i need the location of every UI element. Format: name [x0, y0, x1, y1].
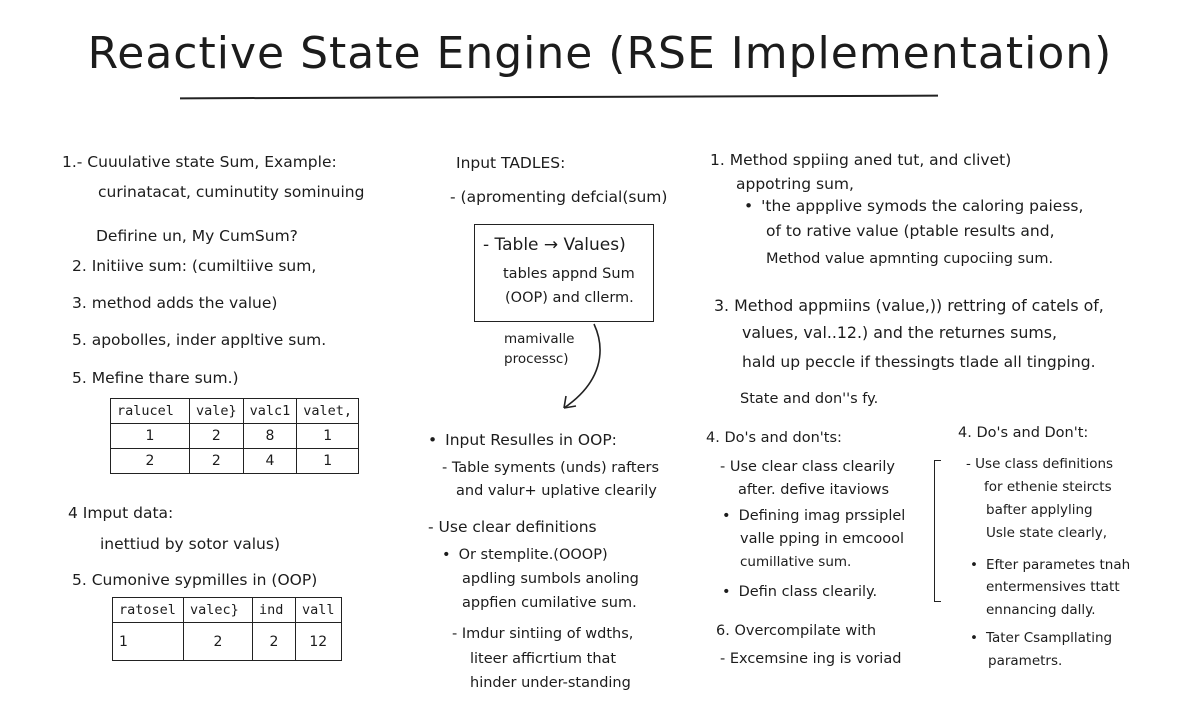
dos-left-bullet-2: Defin class clearily. [722, 583, 878, 602]
table-header-cell: valc1 [242, 398, 298, 424]
dos-right-heading: 4. Do's and Don't: [958, 425, 1089, 441]
left-line-2: curinatacat, cuminutity sominuing [98, 183, 365, 201]
table-row: 2 2 4 1 [110, 448, 360, 474]
page-title: Reactive State Engine (RSE Implementatio… [87, 28, 1113, 79]
table-header-cell: ralucel [110, 398, 190, 424]
dos-right-dash-line-2: bafter applyling [986, 502, 1093, 518]
table-cell: 2 [189, 423, 244, 449]
table-header-cell: valec} [183, 597, 253, 623]
overcompilate-line: - Excemsine ing is voriad [720, 651, 902, 667]
left-line-9: inettiud by sotor valus) [100, 535, 280, 553]
dos-right-bullet-2-line: parametrs. [988, 653, 1063, 669]
left-line-4: 2. Initiive sum: (cumiltiive sum, [72, 257, 317, 275]
table-cell: 2 [183, 622, 253, 661]
input-tables-sub: - (apromenting defcial(sum) [450, 188, 668, 206]
values-table-1: ralucel vale} valc1 valet, 1 2 8 1 2 2 4… [110, 398, 360, 474]
table-cell: 8 [242, 423, 298, 449]
values-table-2: ratosel valec} ind vall 1 2 2 12 [112, 597, 342, 661]
clear-definitions-head: - Use clear definitions [428, 518, 597, 536]
dos-left-heading: 4. Do's and don'ts: [706, 430, 842, 446]
dos-left-bullet: Defining imag prssiplel [722, 507, 906, 526]
table-header-cell: ind [252, 597, 296, 623]
dos-right-bullet: Efter parametes tnah [970, 556, 1130, 574]
title-underline [179, 94, 939, 100]
left-line-3: Defirine un, My CumSum? [96, 227, 298, 245]
dos-left-bullet-line-2: cumillative sum. [740, 554, 852, 570]
input-results-line-1: - Table syments (unds) rafters [442, 460, 660, 476]
method-1-bullet: 'the appplive symods the caloring paiess… [744, 196, 1083, 216]
table-header-row: ratosel valec} ind vall [112, 597, 342, 623]
table-row: 1 2 8 1 [110, 423, 360, 449]
table-row: 1 2 2 12 [112, 622, 342, 661]
method-3: 3. Method appmiins (value,)) rettring of… [714, 296, 1104, 315]
overcompilate-heading: 6. Overcompilate with [716, 623, 877, 639]
input-tables-heading: Input TADLES: [456, 154, 566, 172]
left-brace [934, 460, 941, 602]
clear-definitions-line-2: appfien cumilative sum. [462, 595, 637, 611]
box-line-3: (OOP) and cllerm. [505, 290, 634, 306]
box-line-2: tables appnd Sum [503, 266, 635, 282]
method-3-line-3: State and don''s fy. [740, 391, 879, 407]
method-1-sub: appotring sum, [736, 175, 854, 193]
method-1: 1. Method sppiing aned tut, and clivet) [710, 151, 1012, 169]
table-header-cell: vall [295, 597, 342, 623]
left-line-1: 1.- Cuuulative state Sum, Example: [62, 153, 337, 171]
table-cell: 1 [110, 423, 190, 449]
dos-left-bullet-line-1: valle pping in emcoool [740, 531, 904, 547]
method-1-line-1: of to rative value (ptable results and, [766, 222, 1055, 240]
dos-right-dash: - Use class definitions [966, 456, 1114, 472]
clear-definitions-line-1: apdling sumbols anoling [462, 571, 639, 587]
table-values-box: - Table → Values) tables appnd Sum (OOP)… [474, 224, 654, 322]
table-cell: 4 [242, 448, 298, 474]
dos-right-bullet-line-2: ennancing dally. [986, 602, 1096, 618]
dos-right-bullet-line-1: entermensives ttatt [986, 579, 1120, 595]
table-cell: 1 [112, 622, 184, 661]
left-line-8: 4 Imput data: [68, 504, 174, 522]
method-3-line-2: hald up peccle if thessingts tlade all t… [742, 353, 1096, 371]
method-3-line-1: values, val..12.) and the returnes sums, [742, 323, 1058, 342]
dos-right-bullet-2: Tater Csampllating [970, 629, 1112, 647]
dos-right-dash-line-3: Usle state clearly, [986, 525, 1108, 541]
table-cell: 12 [295, 622, 342, 661]
widths-line-2: hinder under-standing [470, 675, 631, 691]
method-1-line-2: Method value apmnting cupociing sum. [766, 251, 1054, 267]
process-note-1: mamivalle [504, 331, 575, 347]
table-cell: 2 [189, 448, 244, 474]
input-results-bullet: Input Resulles in OOP: [428, 430, 617, 450]
left-line-6: 5. apobolles, inder appltive sum. [72, 331, 327, 349]
left-line-10: 5. Cumonive sypmilles in (OOP) [72, 571, 318, 589]
box-line-1: - Table → Values) [483, 235, 626, 255]
table-header-cell: valet, [296, 398, 360, 424]
table-header-row: ralucel vale} valc1 valet, [110, 398, 360, 424]
dos-left-dash-line: after. defive itaviows [738, 482, 890, 498]
table-cell: 1 [296, 448, 360, 474]
process-note-2: processc) [504, 351, 569, 367]
curved-arrow-icon [563, 323, 601, 409]
left-line-7: 5. Mefine thare sum.) [72, 369, 239, 387]
clear-definitions-bullet: Or stemplite.(OOOP) [442, 546, 608, 565]
table-cell: 2 [252, 622, 296, 661]
widths-line-1: liteer afficrtium that [470, 651, 617, 667]
input-results-line-2: and valur+ uplative clearily [456, 483, 657, 499]
widths-dash: - Imdur sintiing of wdths, [452, 626, 634, 642]
table-cell: 2 [110, 448, 190, 474]
table-cell: 1 [296, 423, 360, 449]
left-line-5: 3. method adds the value) [72, 294, 278, 312]
dos-right-dash-line-1: for ethenie steircts [984, 479, 1112, 495]
table-header-cell: ratosel [112, 597, 184, 623]
dos-left-dash: - Use clear class clearily [720, 459, 895, 475]
table-header-cell: vale} [189, 398, 244, 424]
